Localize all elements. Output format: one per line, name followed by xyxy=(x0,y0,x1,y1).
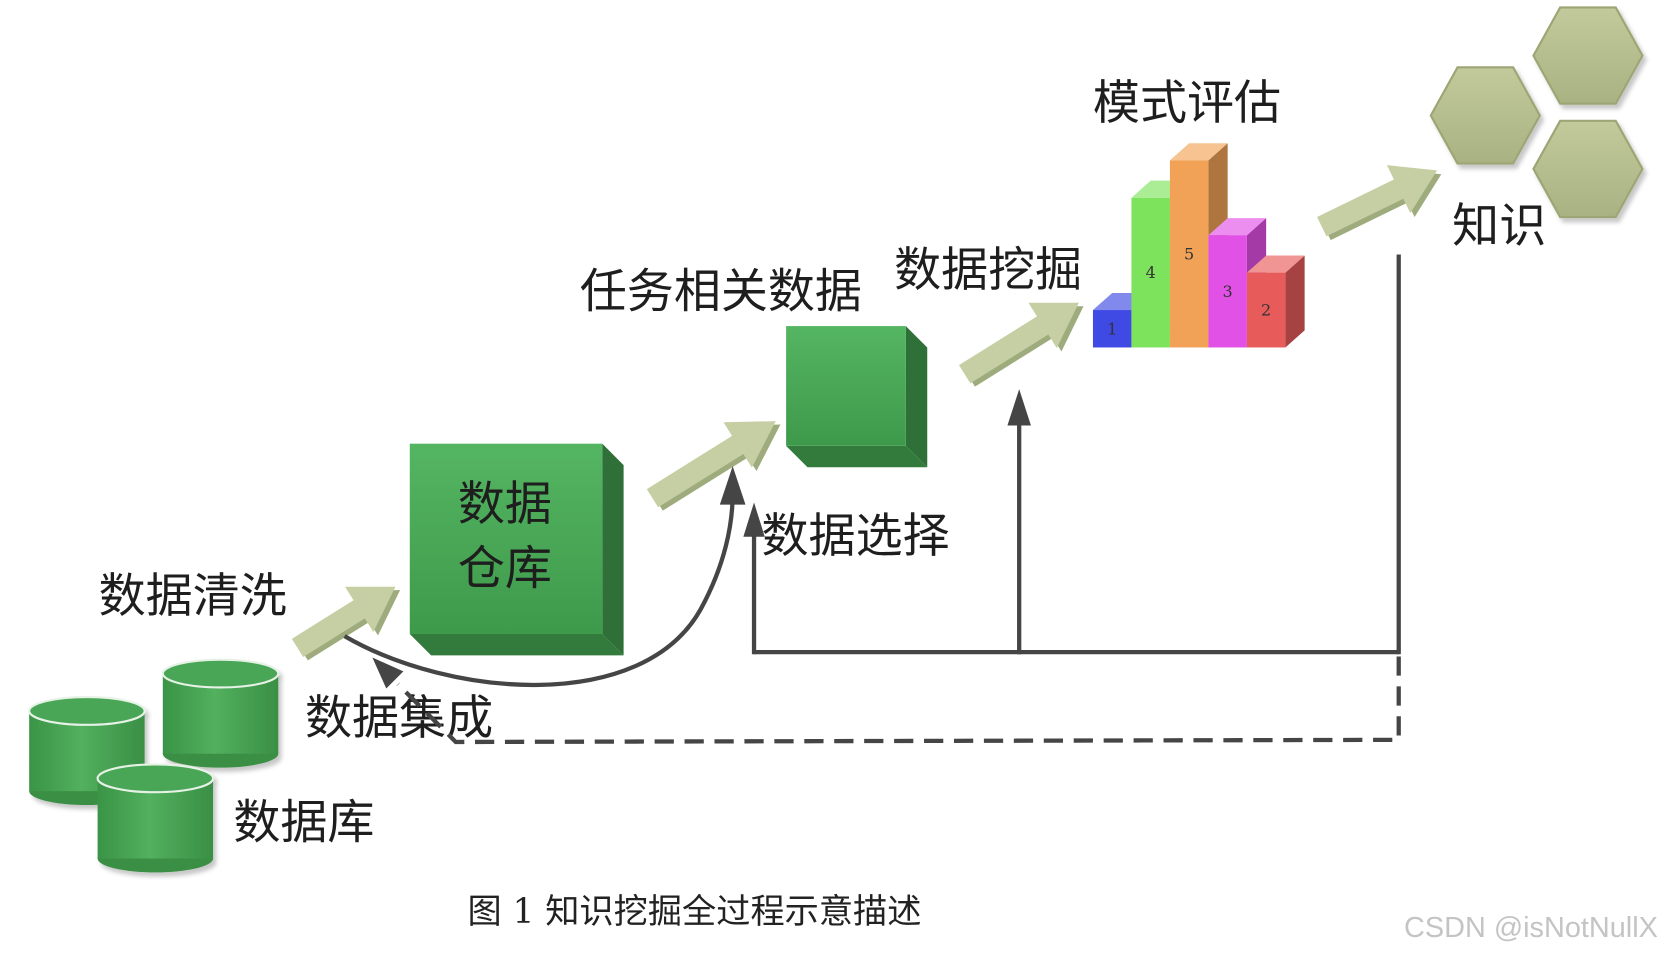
bar-front xyxy=(1131,197,1170,348)
figure-caption: 图 1 知识挖掘全过程示意描述 xyxy=(468,892,922,932)
feedback-lines xyxy=(743,254,1401,655)
evaluation-label: 模式评估 xyxy=(1093,76,1281,131)
knowledge-hexagons-icon xyxy=(1429,6,1644,219)
data-warehouse-cube: 数据 仓库 xyxy=(409,443,624,656)
database-icon xyxy=(28,658,280,873)
arrow-evaluation-to-knowledge xyxy=(1317,165,1442,241)
hexagon xyxy=(1532,119,1644,219)
cleaning-label: 数据清洗 xyxy=(99,569,287,624)
selection-label: 数据选择 xyxy=(762,509,950,564)
evaluation-bar-chart: 1 4 5 3 2 xyxy=(1092,143,1305,348)
integration-label: 数据集成 xyxy=(305,691,493,746)
bar-top xyxy=(1208,218,1267,236)
warehouse-label-line1: 数据 xyxy=(458,477,552,532)
hexagon xyxy=(1429,66,1542,165)
hexagon xyxy=(1532,6,1644,105)
arrow-cleaning-to-warehouse xyxy=(291,586,401,661)
bar-label: 1 xyxy=(1107,319,1117,338)
task-data-cube xyxy=(786,326,928,468)
database-cylinder-front xyxy=(96,763,215,873)
bar-label: 2 xyxy=(1261,301,1271,320)
bar-label: 3 xyxy=(1223,282,1233,301)
arrow-warehouse-to-task-data xyxy=(646,421,781,511)
mining-arrowhead xyxy=(1007,389,1031,426)
watermark: CSDN @isNotNullX xyxy=(1404,912,1658,944)
integration-curve-arrow xyxy=(343,466,746,688)
selection-arrowhead xyxy=(743,502,765,537)
mining-label: 数据挖掘 xyxy=(894,243,1082,298)
task-data-label: 任务相关数据 xyxy=(580,264,862,319)
dashed-feedback-arrow xyxy=(372,656,1401,745)
database-cylinder-back xyxy=(161,658,280,768)
bar-2: 2 xyxy=(1246,255,1305,348)
database-label: 数据库 xyxy=(233,796,374,851)
knowledge-label: 知识 xyxy=(1452,199,1546,254)
arrow-task-data-to-mining xyxy=(958,302,1084,387)
bar-top xyxy=(1246,255,1305,273)
bar-front xyxy=(1208,235,1247,348)
bar-label: 5 xyxy=(1184,244,1194,263)
bar-front xyxy=(1169,160,1209,348)
bar-front xyxy=(1246,272,1286,348)
warehouse-label-line2: 仓库 xyxy=(458,541,552,596)
bar-front xyxy=(1092,310,1132,348)
bar-side xyxy=(1285,255,1305,348)
bar-label: 4 xyxy=(1146,263,1156,282)
